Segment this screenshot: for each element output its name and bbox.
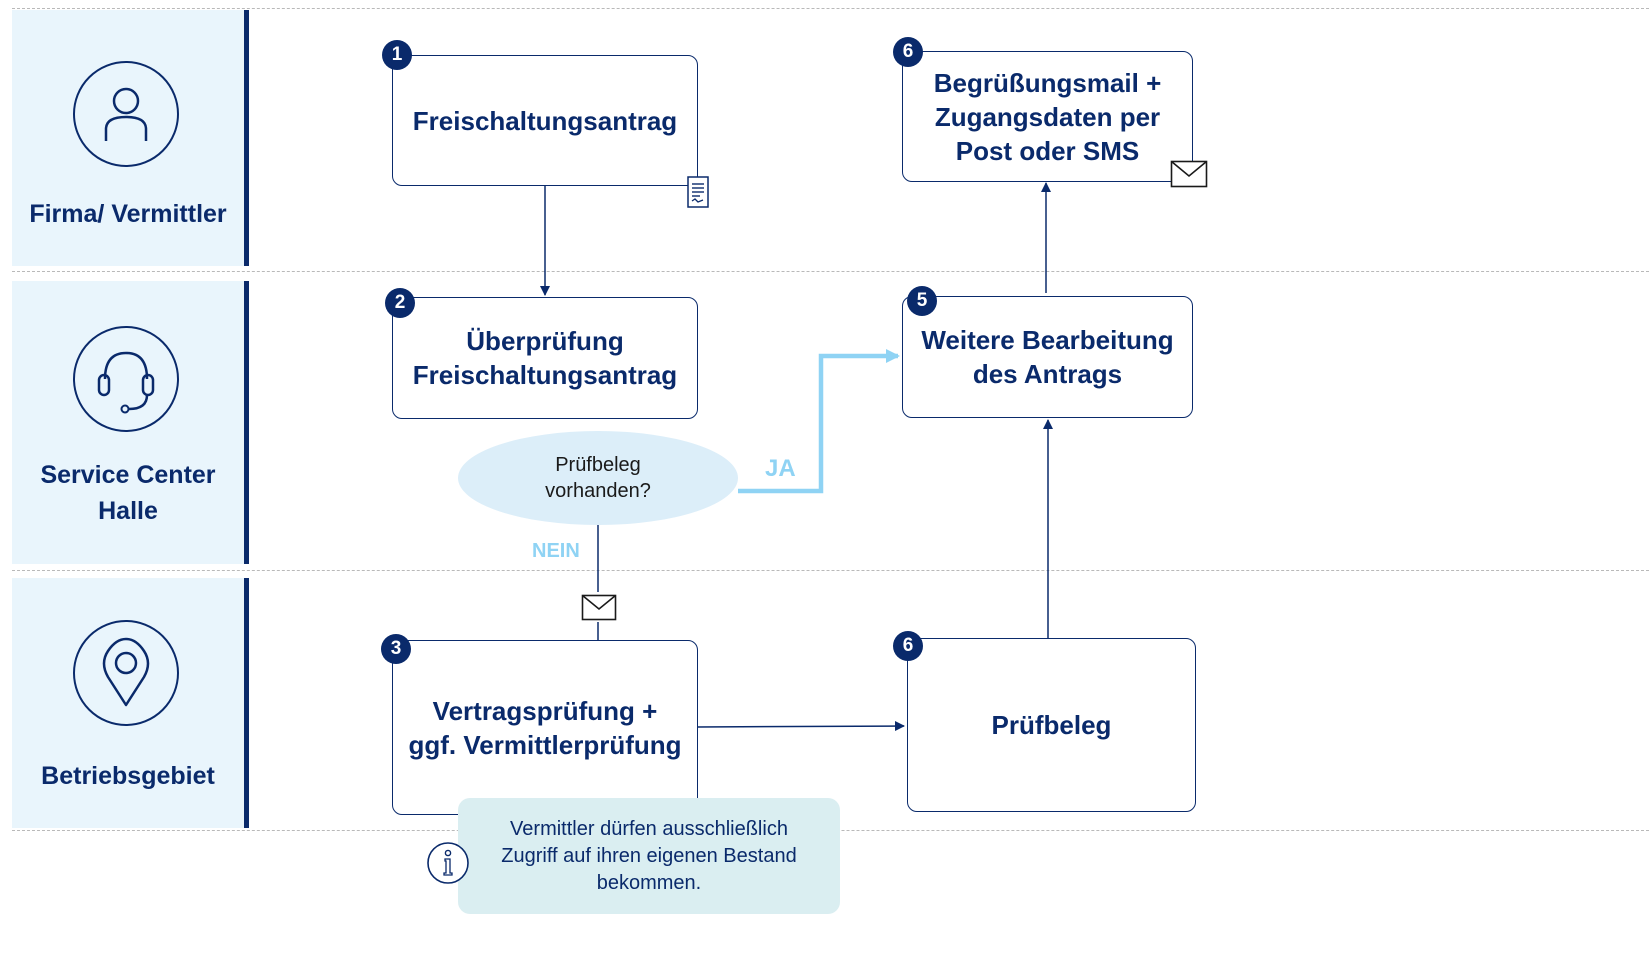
- lane-title-betriebsgebiet: Betriebsgebiet: [41, 762, 215, 790]
- step-number-badge: 2: [385, 288, 415, 318]
- step-pruefbeleg: Prüfbeleg: [907, 638, 1196, 812]
- lane-title-service-center: Service Center Halle: [40, 461, 216, 525]
- step-weitere-bearbeitung: Weitere Bearbeitung des Antrags: [902, 296, 1193, 418]
- lane-title-firma: Firma/ Vermittler: [29, 200, 227, 228]
- person-icon: [73, 61, 179, 167]
- step-begruessungsmail: Begrüßungsmail + Zugangsdaten per Post o…: [902, 51, 1193, 182]
- arrow-3-to-6b: [696, 721, 905, 732]
- step-vertragspruefung: Vertragsprüfung + ggf. Vermittlerprüfung: [392, 640, 698, 815]
- info-note: Vermittler dürfen ausschließlich Zugriff…: [458, 798, 840, 914]
- lane-divider-service-center: [244, 281, 249, 564]
- step-number-badge: 3: [381, 634, 411, 664]
- document-icon: [686, 175, 710, 214]
- lane-separator: [12, 570, 1649, 571]
- lane-separator: [12, 8, 1649, 9]
- location-pin-icon: [73, 620, 179, 726]
- lane-separator: [12, 271, 1649, 272]
- envelope-icon: [581, 594, 617, 626]
- decision-pruefbeleg-vorhanden: Prüfbeleg vorhanden?: [458, 431, 738, 525]
- branch-yes-label: JA: [765, 455, 796, 482]
- envelope-icon: [1170, 160, 1208, 193]
- branch-no-label: NEIN: [532, 540, 580, 562]
- step-number-badge: 6: [893, 631, 923, 661]
- headset-icon: [73, 326, 179, 432]
- lane-divider-firma: [244, 10, 249, 266]
- step-ueberpruefung: Überprüfung Freischaltungsantrag: [392, 297, 698, 419]
- step-number-badge: 5: [907, 286, 937, 316]
- step-number-badge: 1: [382, 40, 412, 70]
- step-freischaltungsantrag: Freischaltungsantrag: [392, 55, 698, 186]
- info-icon: [426, 841, 470, 885]
- step-number-badge: 6: [893, 37, 923, 67]
- arrow-yes-to-5: [738, 349, 900, 494]
- lane-divider-betriebsgebiet: [244, 578, 249, 828]
